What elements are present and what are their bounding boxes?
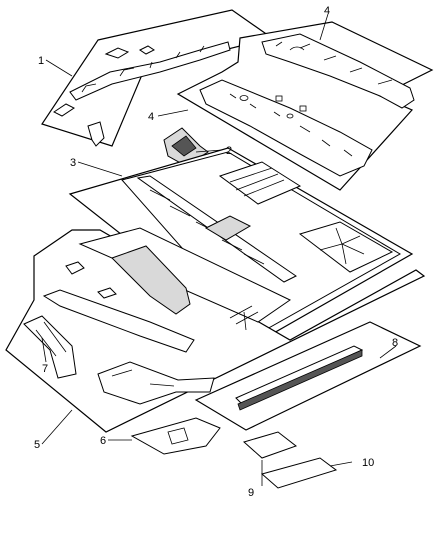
- callout-8: 8: [392, 337, 398, 349]
- pan-star-ribs: [319, 227, 365, 265]
- rail-hole-2: [286, 113, 294, 119]
- front-rail-left-detail: [35, 321, 67, 357]
- callout-numbers: 1 2 3 4 4 5 6 7 8 9 10: [34, 5, 398, 499]
- callout-2: 2: [226, 145, 232, 157]
- pan-embossed-area: [298, 221, 394, 273]
- sill-panel-edge: [237, 349, 363, 411]
- leader-1: [45, 59, 73, 77]
- front-crossmember: [42, 289, 195, 353]
- panel-part-5: [5, 227, 426, 433]
- callout-4-middle: 4: [148, 111, 154, 123]
- callout-1: 1: [38, 55, 44, 67]
- callout-9: 9: [248, 487, 254, 499]
- rail-hole-1: [239, 95, 249, 101]
- rear-rail-lower: [199, 79, 373, 177]
- callout-7: 7: [42, 363, 48, 375]
- leader-lines: [41, 13, 397, 486]
- spare-tire-well: [218, 161, 302, 205]
- bracket-small: [139, 45, 155, 55]
- panel-part-1: [41, 9, 274, 147]
- bracket-2-shadow: [171, 135, 197, 157]
- small-bracket-2: [97, 287, 117, 299]
- leader-5: [41, 409, 73, 445]
- pad-6-cutout: [167, 427, 189, 445]
- bracket-curved: [87, 121, 105, 147]
- pad-9: [242, 431, 298, 459]
- rail-detail: [81, 45, 205, 93]
- callout-6: 6: [100, 435, 106, 447]
- crossmember-rail: [69, 41, 231, 101]
- leader-4b: [157, 109, 189, 117]
- small-bracket-1: [65, 261, 85, 275]
- rear-rail-upper: [261, 33, 415, 109]
- pan-bracket: [204, 215, 252, 241]
- leader-7: [41, 337, 47, 363]
- tire-well-ribs: [229, 167, 285, 197]
- bracket-upper: [104, 47, 130, 59]
- insulation-pads: [130, 417, 338, 489]
- rear-rail-lower-detail: [229, 93, 353, 157]
- callout-5: 5: [34, 439, 40, 451]
- tunnel-center: [111, 245, 191, 315]
- crossmember-3-detail: [149, 189, 265, 265]
- panel-part-3: [68, 147, 414, 343]
- bracket-lower: [53, 103, 75, 117]
- leader-3: [77, 161, 123, 177]
- callout-4-top: 4: [324, 5, 330, 17]
- front-rail-right-detail: [111, 369, 175, 387]
- rail-slot-2: [299, 105, 307, 112]
- rail-slot-1: [275, 95, 283, 102]
- leader-8: [379, 345, 397, 359]
- front-pan-ribs: [229, 305, 259, 331]
- rear-rail-upper-detail: [275, 41, 393, 85]
- leader-4a: [319, 13, 329, 41]
- callout-3: 3: [70, 157, 76, 169]
- callout-10: 10: [362, 457, 374, 469]
- leader-2: [195, 149, 223, 153]
- pad-10: [260, 457, 338, 489]
- front-rail-right: [97, 361, 215, 405]
- leader-10: [329, 461, 353, 467]
- pad-6: [130, 417, 221, 455]
- part-8-sill: [194, 321, 422, 431]
- panel-part-4: [176, 21, 434, 191]
